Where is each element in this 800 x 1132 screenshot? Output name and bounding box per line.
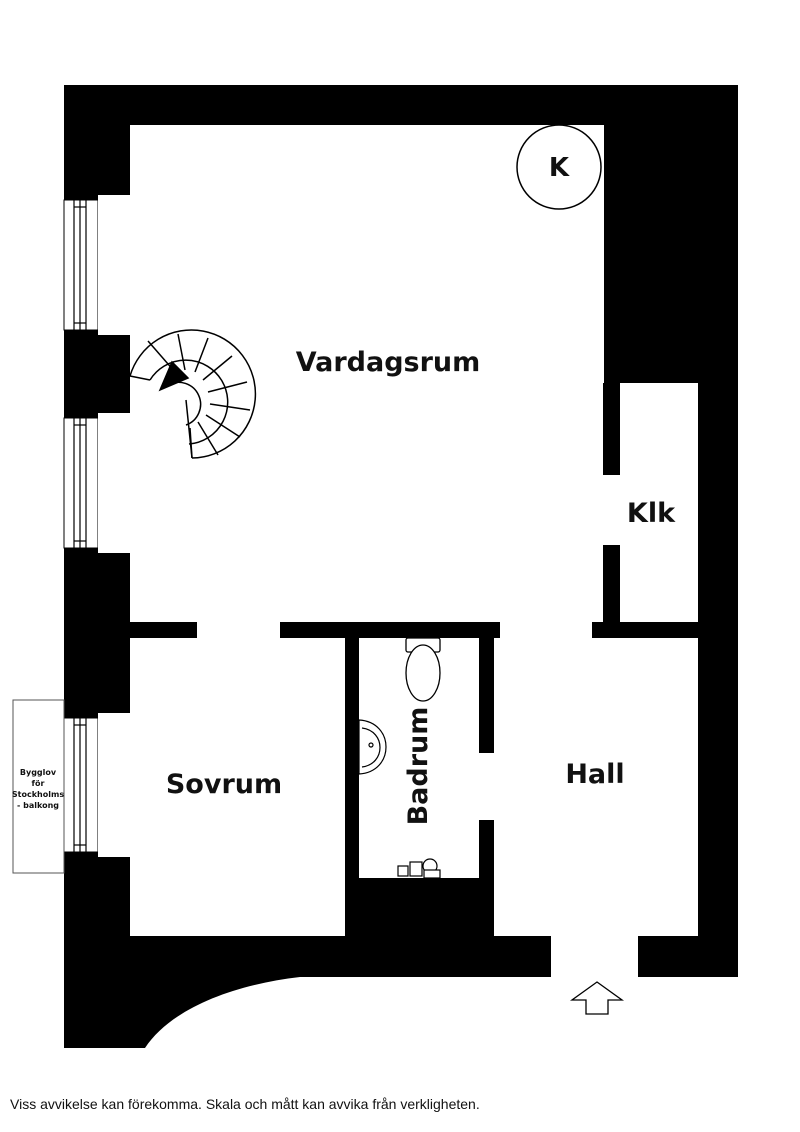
entrance-arrow-icon (569, 981, 625, 1015)
room-label-badrum: Badrum (403, 707, 434, 826)
balcony-line-1: Bygglov (20, 768, 57, 777)
room-label-sovrum: Sovrum (166, 769, 282, 800)
floor-plan: Bygglov för Stockholms - balkong K (12, 85, 738, 1048)
window-lines (73, 200, 87, 852)
room-label-hall: Hall (565, 759, 624, 790)
floor-areas (130, 125, 698, 977)
disclaimer-text: Viss avvikelse kan förekomma. Skala och … (10, 1096, 480, 1112)
wall-piers (64, 125, 130, 937)
room-label-klk: Klk (627, 498, 676, 529)
windows (63, 195, 130, 857)
toilet-icon (405, 637, 441, 702)
faucet-icon (397, 858, 441, 879)
balcony-note: Bygglov för Stockholms - balkong (12, 699, 65, 874)
balcony-line-2: för (32, 779, 45, 788)
fireplace-label: K (549, 153, 570, 183)
spiral-staircase-icon (129, 329, 257, 459)
interior-walls (130, 125, 698, 936)
balcony-line-3: Stockholms (12, 790, 64, 799)
room-label-vardagsrum: Vardagsrum (296, 347, 481, 378)
fireplace-icon: K (516, 124, 602, 210)
sink-icon (358, 719, 387, 775)
balcony-line-4: - balkong (17, 801, 59, 810)
